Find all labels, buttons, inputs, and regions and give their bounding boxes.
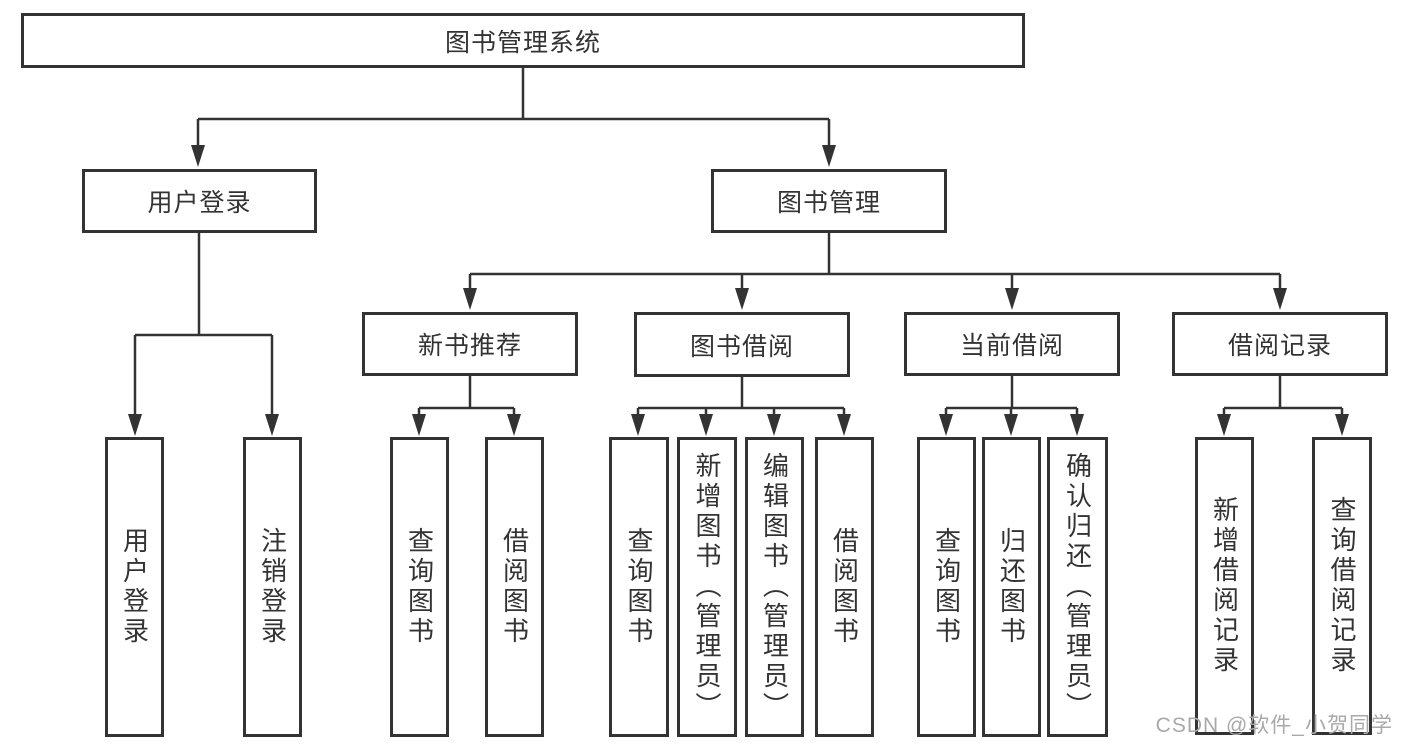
node-current-borrow: 当前借阅	[904, 312, 1120, 376]
node-user-login: 用户登录	[82, 169, 317, 233]
leaf-current-query-books: 查询图书	[917, 437, 976, 737]
arrowheads	[128, 145, 1349, 436]
leaf-records-query-record: 查询借阅记录	[1312, 437, 1372, 735]
watermark: CSDN @软件_小贺同学	[1155, 714, 1393, 737]
leaf-newbook-query-books: 查询图书	[390, 437, 449, 737]
leaf-borrow-query-books: 查询图书	[609, 437, 669, 737]
leaf-borrow-edit-books: 编辑图书（管理员）	[745, 437, 804, 737]
node-root: 图书管理系统	[21, 13, 1025, 68]
leaf-current-confirm-return: 确认归还（管理员）	[1047, 437, 1108, 737]
leaf-records-add-record: 新增借阅记录	[1195, 437, 1254, 735]
leaf-newbook-borrow-books: 借阅图书	[485, 437, 544, 737]
node-new-book-recommend: 新书推荐	[362, 312, 578, 376]
leaf-borrow-add-books: 新增图书（管理员）	[677, 437, 737, 737]
leaf-logout: 注销登录	[243, 437, 302, 737]
leaf-user-login: 用户登录	[105, 437, 164, 737]
leaf-current-return-books: 归还图书	[982, 437, 1041, 737]
node-book-borrow: 图书借阅	[634, 312, 850, 377]
node-borrow-records: 借阅记录	[1172, 312, 1388, 376]
node-book-management: 图书管理	[711, 169, 947, 233]
leaf-borrow-borrow-books: 借阅图书	[815, 437, 874, 737]
